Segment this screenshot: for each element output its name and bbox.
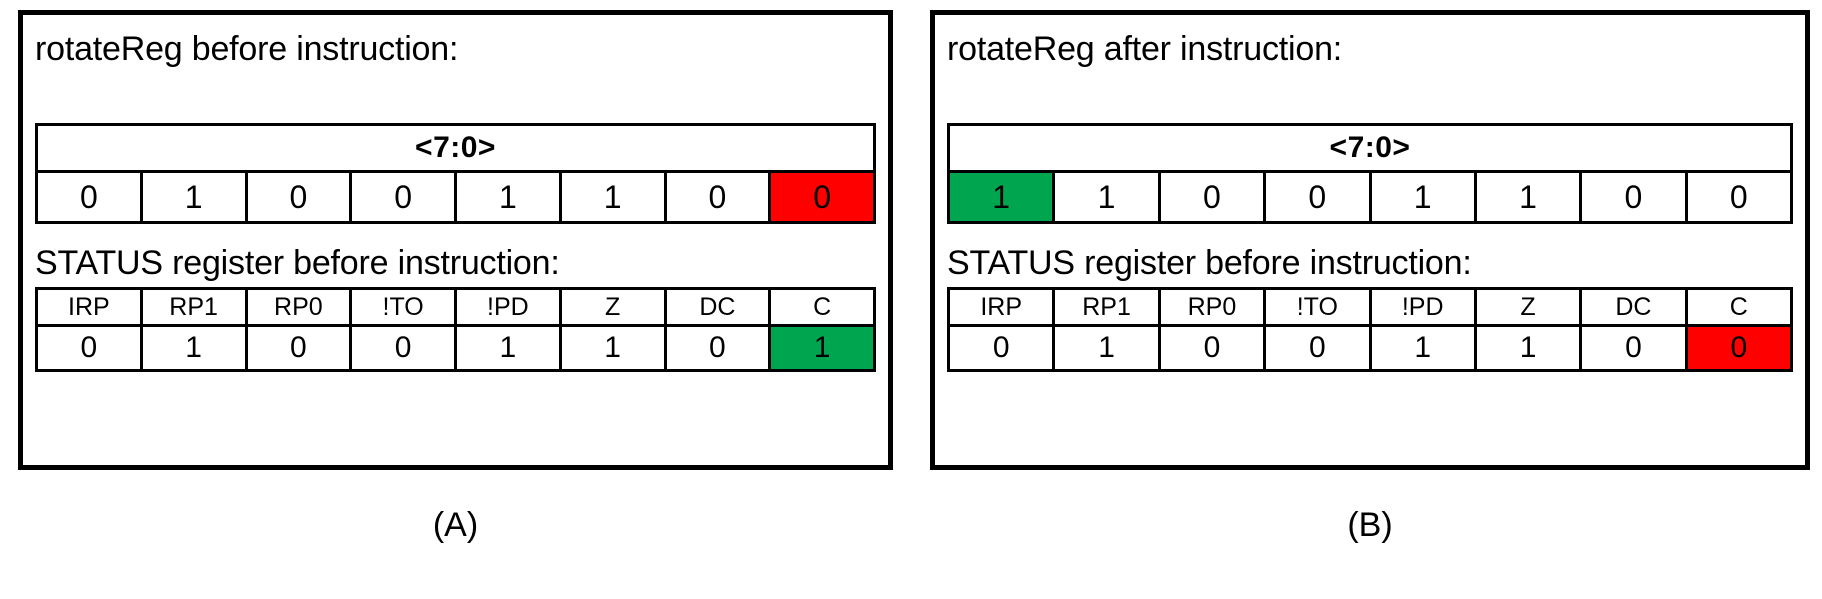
panel-a-register-bit-1: 0 [663, 170, 772, 224]
panel-b-register-bit-4: 0 [1263, 170, 1372, 224]
panel-a-status-value-irp: 0 [35, 324, 143, 372]
panel-b-inner: rotateReg after instruction: <7:0> 1 1 0… [946, 15, 1799, 465]
panel-a-register-bit-7: 0 [35, 170, 143, 224]
panel-a-register-table: <7:0> 0 1 0 0 1 1 0 0 [35, 123, 876, 224]
panel-b-status-header-pd: !PD [1368, 287, 1477, 327]
panel-b-status-value-dc: 0 [1579, 324, 1688, 372]
panel-a-status-header-irp: IRP [35, 287, 143, 327]
panel-b-status-header-rp0: RP0 [1157, 287, 1267, 327]
panel-b-status-value-to: 0 [1263, 324, 1372, 372]
panel-a-status-value-to: 0 [349, 324, 457, 372]
panel-a-register-bit-2: 1 [558, 170, 667, 224]
panel-b-status-value-z: 1 [1473, 324, 1583, 372]
panel-a-inner: rotateReg before instruction: <7:0> 0 1 … [35, 15, 882, 465]
panel-b-register-bit-6: 1 [1052, 170, 1161, 224]
panel-a-status-value-rp0: 0 [244, 324, 353, 372]
panel-b-register-bit-2: 1 [1473, 170, 1583, 224]
panel-a-status-header-rp1: RP1 [139, 287, 248, 327]
panel-b: rotateReg after instruction: <7:0> 1 1 0… [930, 10, 1810, 470]
panel-a-register-bit-0: 0 [768, 170, 876, 224]
panel-a-register-bit-6: 1 [139, 170, 248, 224]
panel-a-status-header-row: IRP RP1 RP0 !TO !PD Z DC C [35, 287, 876, 327]
panel-a-register-bit-5: 0 [244, 170, 353, 224]
panel-a-register-bit-row: 0 1 0 0 1 1 0 0 [35, 170, 876, 224]
panel-b-status-table: IRP RP1 RP0 !TO !PD Z DC C 0 1 0 0 1 1 0 [946, 287, 1794, 372]
panel-b-register-bit-7: 1 [946, 170, 1056, 224]
panel-b-register-bit-3: 1 [1368, 170, 1477, 224]
panel-b-status-header-irp: IRP [946, 287, 1056, 327]
panel-b-status-header-c: C [1684, 287, 1794, 327]
panel-b-register-bit-0: 0 [1684, 170, 1794, 224]
panel-b-status-header-dc: DC [1579, 287, 1688, 327]
panel-b-status-title: STATUS register before instruction: [947, 244, 1472, 282]
panel-a-status-header-rp0: RP0 [244, 287, 353, 327]
panel-a-register-span-row: <7:0> [35, 123, 876, 173]
panel-a-register-bit-3: 1 [454, 170, 562, 224]
panel-a-status-value-rp1: 1 [139, 324, 248, 372]
panel-b-status-value-row: 0 1 0 0 1 1 0 0 [946, 324, 1794, 372]
panel-b-status-header-row: IRP RP1 RP0 !TO !PD Z DC C [946, 287, 1794, 327]
panel-a-status-value-row: 0 1 0 0 1 1 0 1 [35, 324, 876, 372]
panel-a-status-value-c: 1 [768, 324, 876, 372]
panel-a-status-header-z: Z [558, 287, 667, 327]
panel-b-status-value-rp1: 1 [1052, 324, 1161, 372]
panel-a-status-header-pd: !PD [454, 287, 562, 327]
panel-b-register-table: <7:0> 1 1 0 0 1 1 0 0 [946, 123, 1794, 224]
panel-a-status-title: STATUS register before instruction: [35, 244, 560, 282]
panel-a-status-value-dc: 0 [663, 324, 772, 372]
panel-b-register-bit-5: 0 [1157, 170, 1267, 224]
caption-a: (A) [432, 506, 479, 544]
panel-b-status-value-rp0: 0 [1157, 324, 1267, 372]
panel-a-status-header-c: C [768, 287, 876, 327]
panel-a-status-header-dc: DC [663, 287, 772, 327]
caption-b: (B) [1347, 506, 1393, 544]
panel-a-register-bit-4: 0 [349, 170, 457, 224]
panel-b-status-value-pd: 1 [1368, 324, 1477, 372]
panel-b-status-value-irp: 0 [946, 324, 1056, 372]
panel-a-status-value-z: 1 [558, 324, 667, 372]
panel-b-register-span-row: <7:0> [947, 123, 1793, 173]
panel-b-register-bit-row: 1 1 0 0 1 1 0 0 [946, 170, 1794, 224]
panel-a: rotateReg before instruction: <7:0> 0 1 … [18, 10, 893, 470]
panel-b-status-header-z: Z [1473, 287, 1583, 327]
panel-a-register-span-label: <7:0> [35, 123, 876, 173]
panel-a-status-value-pd: 1 [454, 324, 562, 372]
panel-b-status-value-c: 0 [1684, 324, 1794, 372]
panel-a-status-header-to: !TO [349, 287, 457, 327]
panel-b-register-title: rotateReg after instruction: [947, 30, 1343, 68]
panel-b-status-header-to: !TO [1263, 287, 1372, 327]
panel-b-register-bit-1: 0 [1579, 170, 1688, 224]
panel-a-register-title: rotateReg before instruction: [35, 30, 459, 68]
panel-a-status-table: IRP RP1 RP0 !TO !PD Z DC C 0 1 0 0 1 1 0 [35, 287, 876, 372]
panel-b-status-header-rp1: RP1 [1052, 287, 1161, 327]
panel-b-register-span-label: <7:0> [947, 123, 1793, 173]
